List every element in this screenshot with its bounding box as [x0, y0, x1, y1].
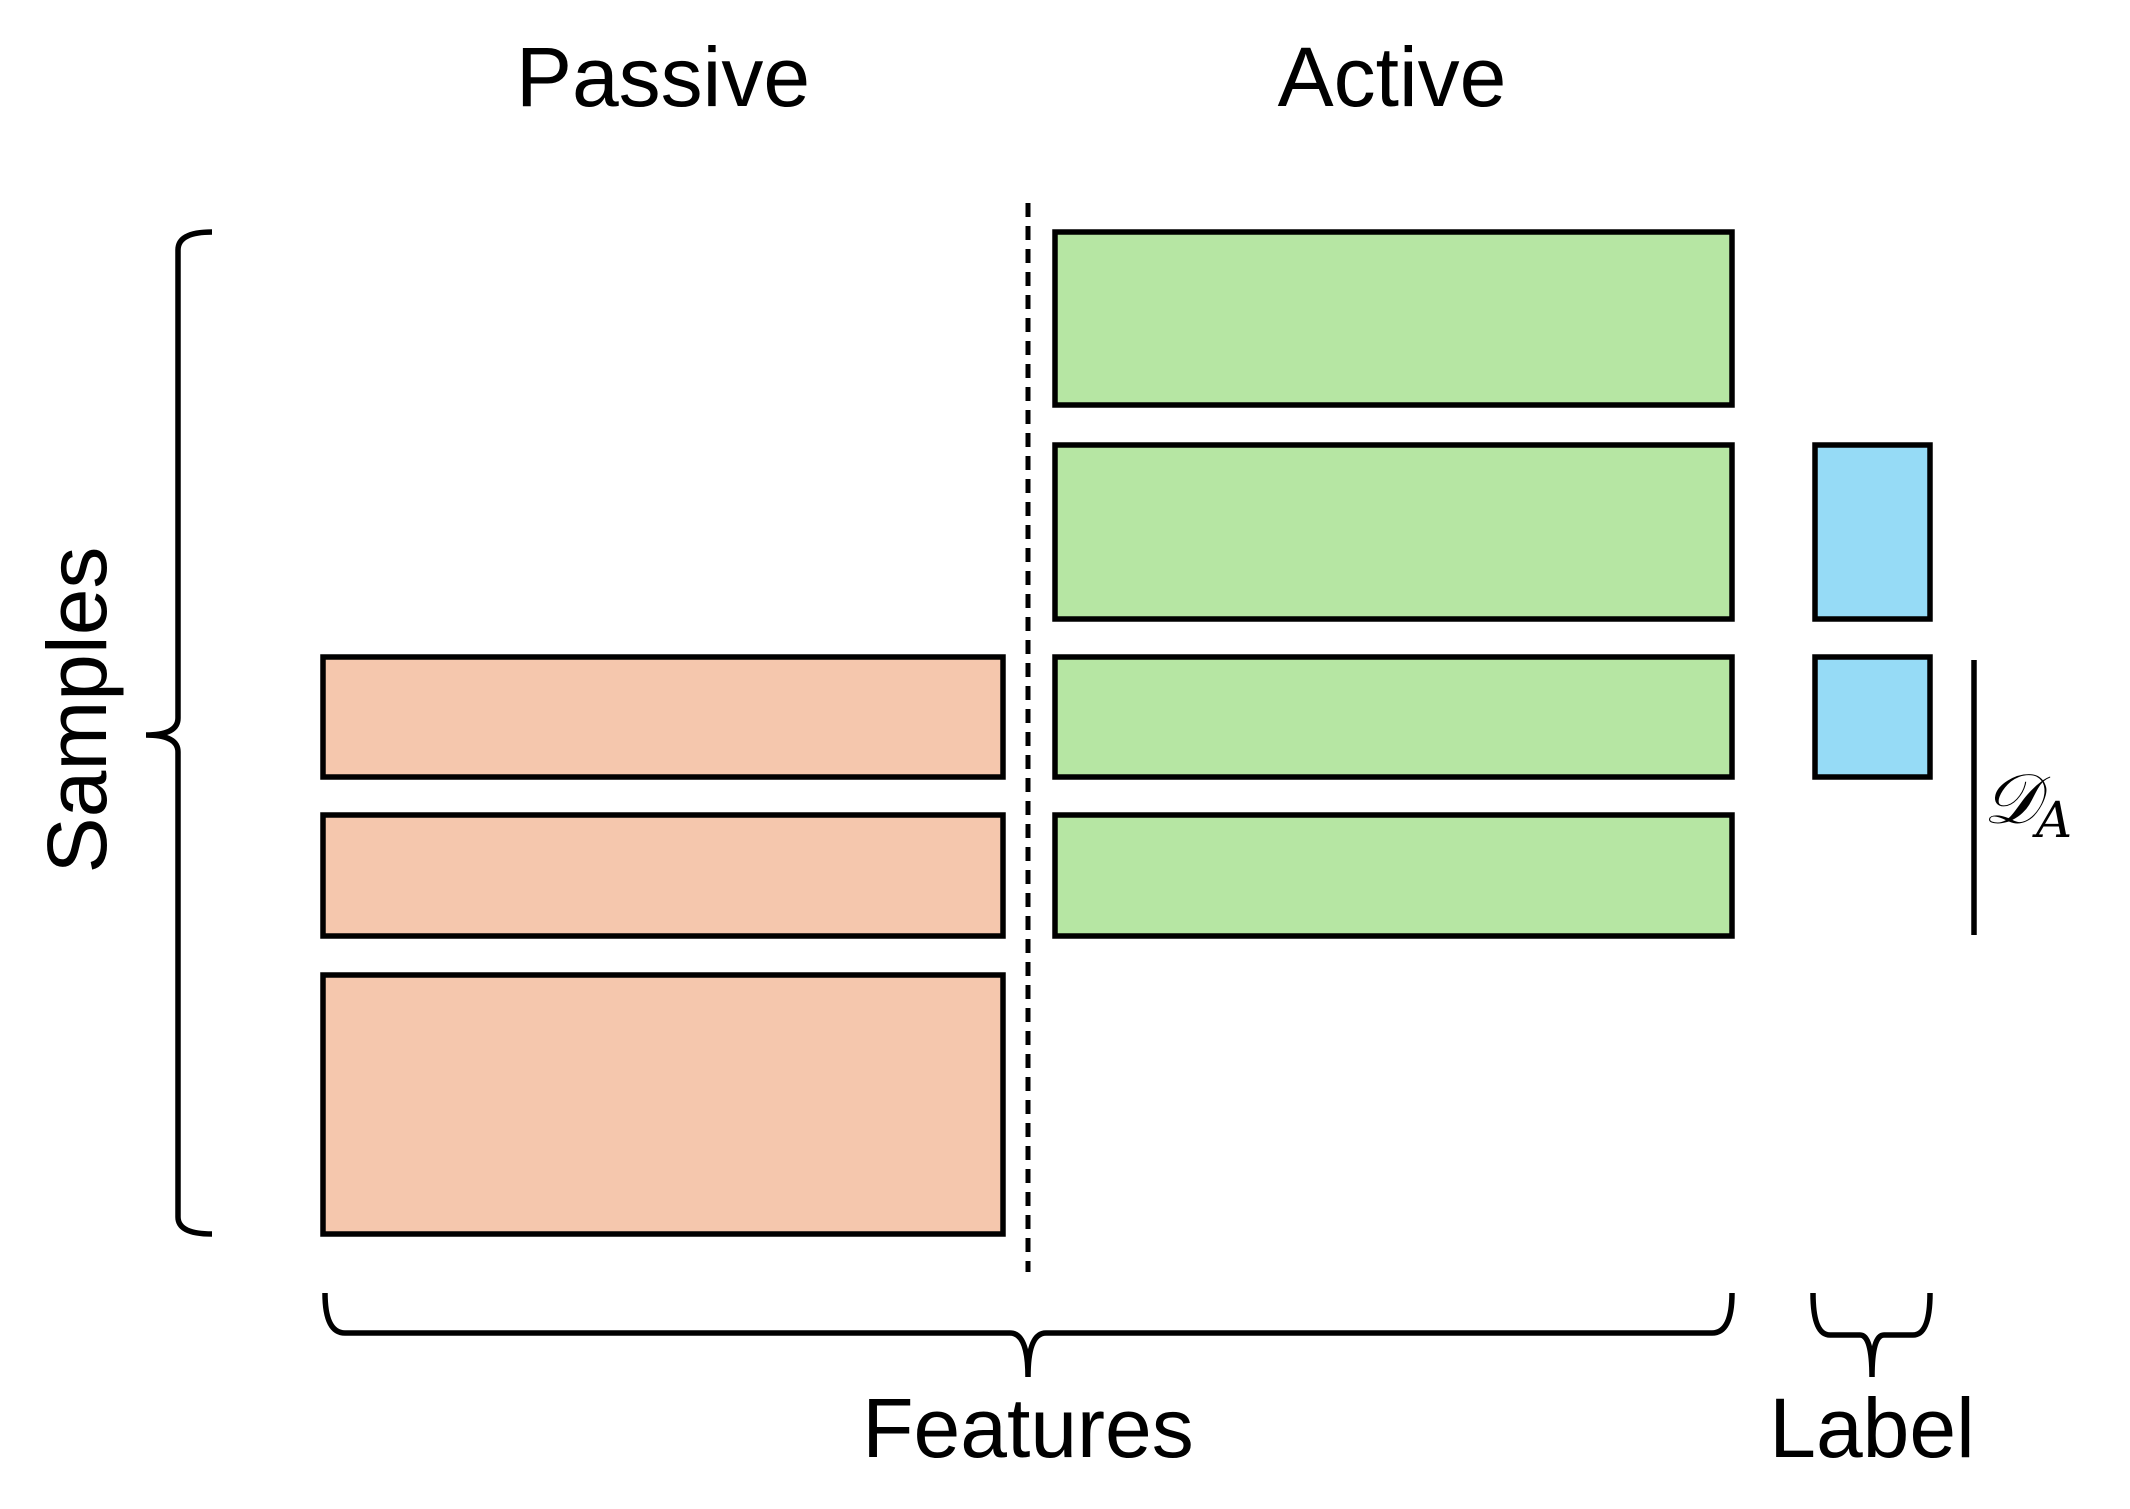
samples-brace: [145, 229, 213, 1237]
dataset-subscript: A: [2032, 791, 2072, 849]
passive-header: Passive: [516, 30, 810, 124]
label-block-1: [1812, 442, 1933, 622]
active-block-2: [1052, 442, 1735, 622]
passive-block-1: [320, 654, 1006, 780]
passive-block-2: [320, 812, 1006, 939]
active-block-4: [1052, 812, 1735, 939]
features-brace: [322, 1292, 1735, 1378]
passive-block-3: [320, 972, 1006, 1237]
features-label: Features: [862, 1381, 1194, 1475]
label-caption: Label: [1769, 1381, 1975, 1475]
active-block-1: [1052, 229, 1735, 408]
label-brace: [1810, 1292, 1933, 1378]
label-block-2: [1812, 654, 1933, 780]
active-block-3: [1052, 654, 1735, 780]
active-header: Active: [1278, 30, 1507, 124]
samples-label: Samples: [30, 547, 124, 874]
